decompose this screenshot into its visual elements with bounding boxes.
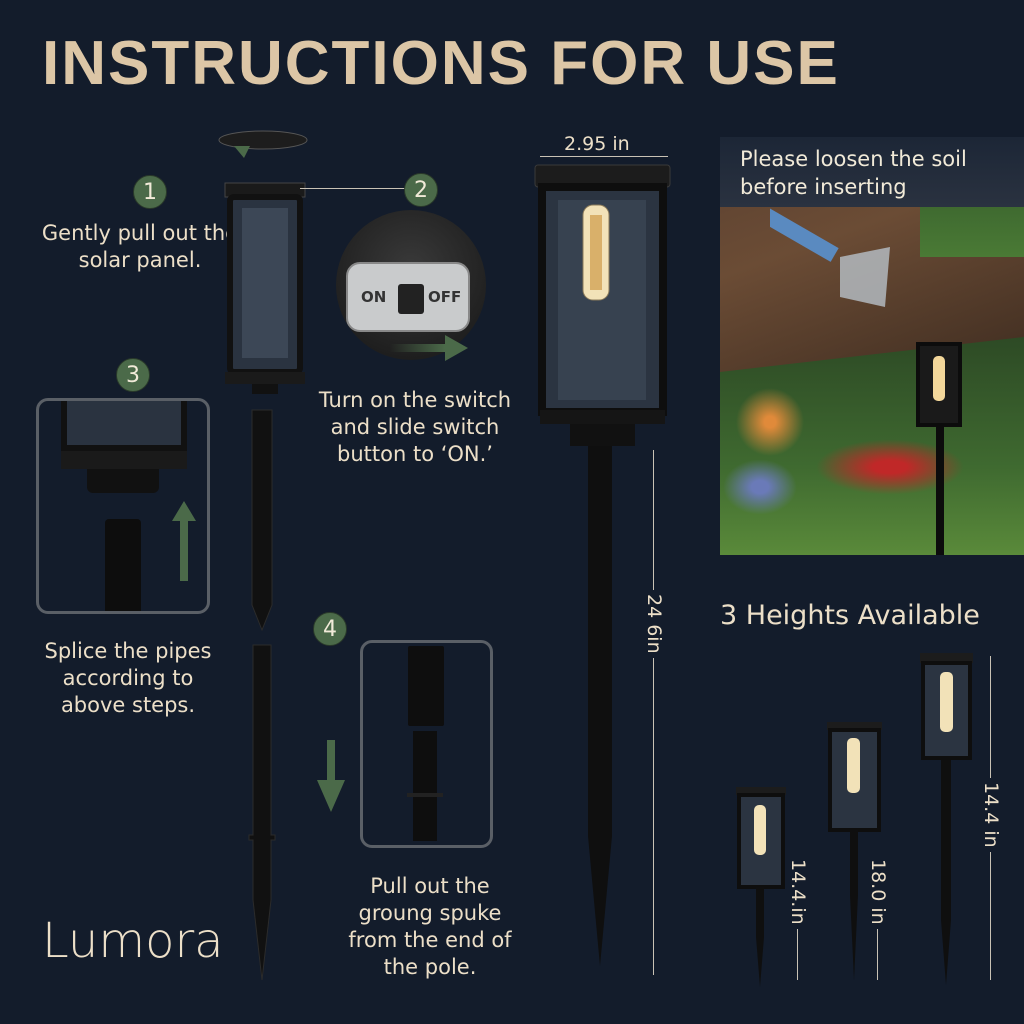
leader-line <box>300 188 405 189</box>
height-label-3: 14.4 in <box>980 778 1002 852</box>
exploded-lamp-head <box>218 130 308 394</box>
main-lamp-image <box>534 164 671 966</box>
step-2-badge: 2 <box>404 173 438 207</box>
switch-off-label: OFF <box>428 288 462 306</box>
step-4-text: Pull out the groung spuke from the end o… <box>348 874 512 979</box>
shovel-icon <box>770 208 890 307</box>
arrow-down-icon <box>317 740 345 812</box>
height-dimension-line <box>653 450 654 975</box>
brand-logo: Lumora <box>42 913 224 969</box>
pole-segments <box>248 409 276 980</box>
width-dimension: 2.95 in <box>558 133 636 155</box>
step-3-badge: 3 <box>116 358 150 392</box>
step-4-illustration <box>360 640 493 848</box>
height-label-1: 14.4.in <box>787 855 809 929</box>
step-3-text: Splice the pipes according to above step… <box>44 639 212 717</box>
height-variants-image <box>736 653 973 987</box>
height-label-2: 18.0 in <box>867 855 889 929</box>
step-2-text: Turn on the switch and slide switch butt… <box>318 388 512 466</box>
power-switch[interactable]: ON OFF <box>346 262 470 332</box>
switch-on-label: ON <box>361 288 387 306</box>
page-title: INSTRUCTIONS FOR USE <box>42 29 840 98</box>
step-1-text: Gently pull out the solar panel. <box>41 221 239 272</box>
step-3-illustration <box>36 398 210 614</box>
width-dimension-line <box>540 156 668 157</box>
garden-photo: Please loosen the soil before inserting <box>720 137 1024 555</box>
height-dimension: 24 6in <box>643 590 665 658</box>
heights-heading: 3 Heights Available <box>720 600 980 631</box>
photo-caption: Please loosen the soil before inserting <box>740 147 967 199</box>
step-4-badge: 4 <box>313 612 347 646</box>
switch-knob[interactable] <box>398 284 424 314</box>
arrow-up-icon <box>172 501 196 581</box>
step-1-badge: 1 <box>133 175 167 209</box>
arrow-right-icon <box>390 335 468 361</box>
